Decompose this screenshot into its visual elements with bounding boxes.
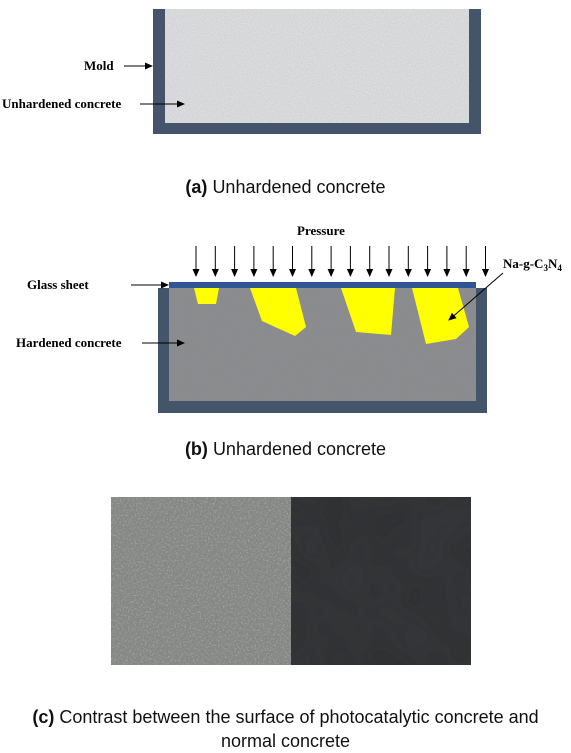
catalyst-label-n: N (548, 256, 558, 271)
catalyst-particle-3 (341, 288, 395, 335)
caption-b-text: Unhardened concrete (212, 439, 387, 459)
panel-a-mold-base (153, 123, 481, 134)
panel-c-photo (111, 497, 471, 665)
catalyst-label-prefix: Na-g-C (503, 256, 543, 271)
hardened-concrete-label: Hardened concrete (16, 335, 122, 350)
glass-sheet-label: Glass sheet (27, 277, 89, 292)
pressure-label: Pressure (297, 223, 345, 238)
caption-c-line-1-text: Contrast between the surface of photocat… (59, 707, 539, 727)
caption-a-tag: (a) (185, 177, 208, 197)
caption-a: (a) Unhardened concrete (0, 177, 571, 198)
photo-photocatalytic-texture (111, 497, 291, 665)
catalyst-label-sub4: 4 (557, 263, 562, 273)
panel-b-mold-base (158, 401, 487, 413)
catalyst-particle-2 (250, 288, 306, 336)
pressure-arrows (192, 246, 489, 277)
caption-c-line-1: (c) Contrast between the surface of phot… (0, 705, 571, 729)
catalyst-label: Na-g-C3N4 (503, 256, 562, 273)
caption-b: (b) Unhardened concrete (0, 439, 571, 460)
caption-c: (c) Contrast between the surface of phot… (0, 705, 571, 753)
catalyst-particle-1 (194, 288, 219, 304)
panel-a-concrete-grain (165, 9, 469, 123)
panel-b-mold-right-wall (476, 288, 487, 413)
caption-c-line-2: normal concrete (220, 731, 351, 751)
panel-a-concrete-label: Unhardened concrete (2, 96, 122, 111)
caption-a-text: Unhardened concrete (212, 177, 386, 197)
panel-a-mold-right-wall (469, 9, 481, 134)
panel-b-glass-sheet (169, 282, 476, 288)
catalyst-particle-4 (412, 288, 469, 344)
caption-b-tag: (b) (184, 439, 208, 459)
catalyst-arrow (448, 272, 504, 321)
caption-c-tag: (c) (32, 707, 55, 727)
catalyst-label-sub3: 3 (543, 263, 548, 273)
panel-a-mold-label: Mold (84, 58, 114, 73)
panel-b-diagram: Pressure Glass sheet Hardened concrete N… (16, 223, 562, 413)
panel-b-mold-left-wall (158, 288, 169, 413)
panel-a-diagram: Mold Unhardened concrete (2, 9, 481, 134)
panel-a-mold-left-wall (153, 9, 165, 134)
photo-normal-texture (291, 497, 471, 665)
